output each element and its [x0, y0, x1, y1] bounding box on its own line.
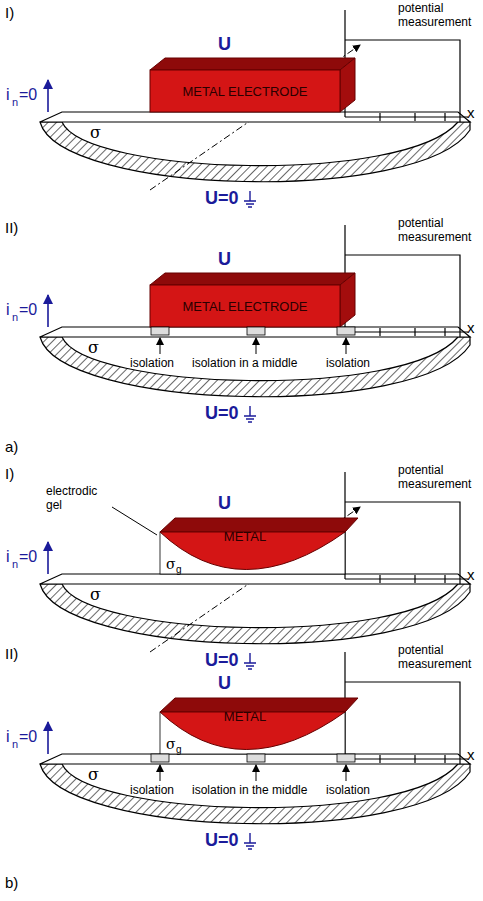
potential-label: U=0	[205, 188, 239, 209]
subscript: n	[12, 311, 18, 324]
conductivity-label: σ	[90, 586, 101, 604]
subscript: g	[176, 744, 182, 756]
annotation: potential measurement	[398, 464, 478, 492]
axis-label: x	[467, 566, 475, 583]
potential-label: U=0	[205, 403, 239, 424]
potential-label: U	[218, 34, 231, 55]
panel-label: a)	[5, 438, 18, 455]
axis-label: x	[467, 746, 475, 763]
subscript: n	[12, 96, 18, 109]
electrode-body: METAL ELECTRODE	[179, 295, 312, 317]
subscript: n	[12, 738, 18, 751]
electrode-body: METAL	[220, 705, 270, 727]
axis-label: x	[467, 319, 475, 336]
potential-label: U	[218, 673, 231, 694]
conductivity-label: σ	[88, 766, 99, 784]
potential-label: U	[218, 249, 231, 270]
annotation: electrodic gel	[46, 485, 108, 513]
current-label: =0	[19, 548, 37, 566]
annotation: potential measurement	[398, 644, 478, 672]
annotation: potential measurement	[398, 217, 478, 245]
current-label: =0	[19, 301, 37, 319]
electrode-label: METAL ELECTRODE	[183, 299, 308, 314]
annotation: isolation	[130, 784, 174, 798]
conductivity-label: σ	[88, 339, 99, 357]
current-label: i	[6, 548, 10, 566]
panel-label: II)	[5, 219, 18, 236]
electrode-body: METAL	[220, 525, 270, 547]
panel-label: I)	[5, 465, 14, 482]
annotation: potential measurement	[398, 2, 478, 30]
current-label: =0	[19, 728, 37, 746]
annotation: isolation	[326, 784, 370, 798]
subscript: g	[176, 564, 182, 576]
conductivity-label: σ	[90, 124, 101, 142]
current-label: i	[6, 728, 10, 746]
panel-label: b)	[5, 874, 18, 891]
annotation: isolation	[130, 357, 174, 371]
current-label: i	[6, 86, 10, 104]
electrode-label: METAL	[224, 529, 266, 544]
annotation: isolation	[326, 357, 370, 371]
panel-label: II)	[5, 645, 18, 662]
electrode-label: METAL ELECTRODE	[183, 84, 308, 99]
potential-label: U	[218, 493, 231, 514]
current-label: =0	[19, 86, 37, 104]
conductivity-label: σ	[166, 736, 176, 752]
panel-label: I)	[5, 4, 14, 21]
potential-label: U=0	[205, 830, 239, 851]
electrode-body: METAL ELECTRODE	[179, 80, 312, 102]
annotation: isolation in the middle	[192, 784, 307, 798]
current-label: i	[6, 301, 10, 319]
conductivity-label: σ	[166, 556, 176, 572]
electrode-label: METAL	[224, 709, 266, 724]
axis-label: x	[467, 104, 475, 121]
annotation: isolation in a middle	[192, 357, 297, 371]
subscript: n	[12, 558, 18, 571]
potential-label: U=0	[205, 650, 239, 671]
